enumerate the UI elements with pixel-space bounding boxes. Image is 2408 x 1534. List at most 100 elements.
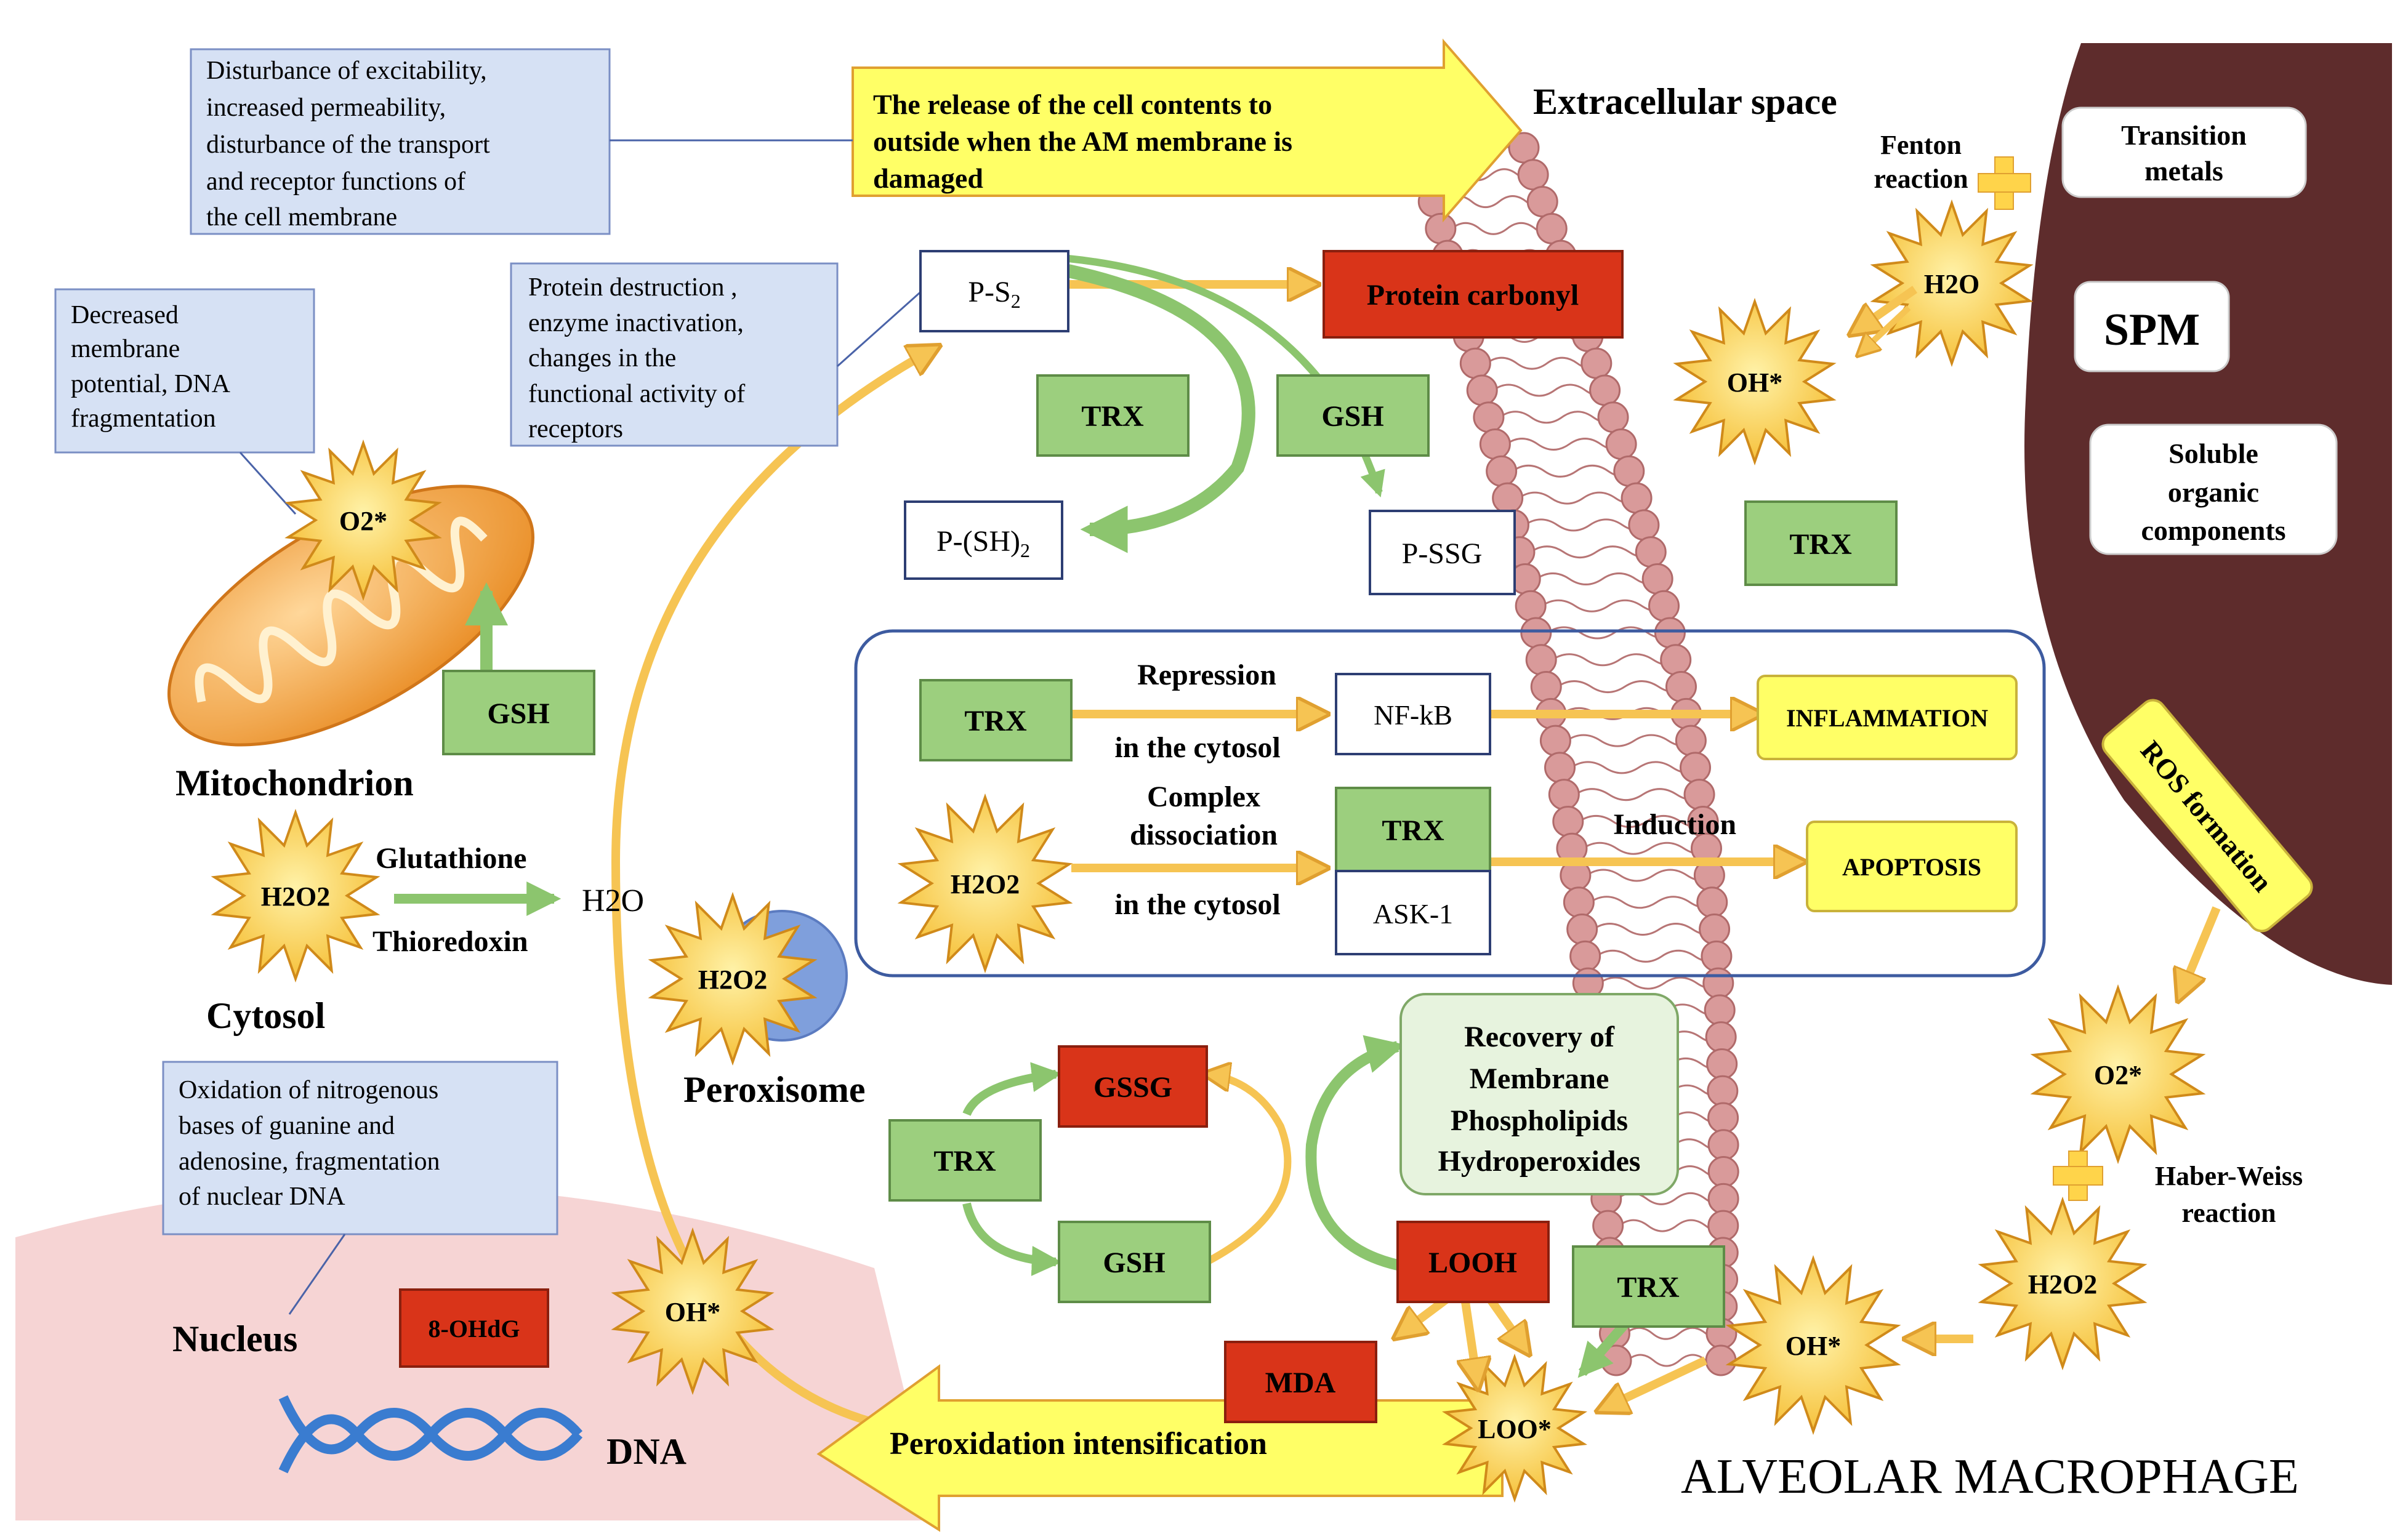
membrane-bead: [1679, 752, 1711, 784]
membrane-note-line: and receptor functions of: [206, 167, 465, 196]
release-text: outside when the AM membrane is: [873, 126, 1292, 157]
star-label: H2O2: [951, 869, 1020, 899]
connector-line: [288, 1234, 346, 1315]
membrane-bead: [1654, 617, 1686, 649]
membrane-bead: [1707, 1156, 1739, 1188]
complex-label: Complex: [1147, 781, 1260, 813]
repression-label: Repression: [1137, 659, 1276, 691]
membrane-note: Disturbance of excitability, increased p…: [190, 48, 611, 235]
ask1-label: ASK-1: [1373, 898, 1453, 930]
membrane-bead: [1544, 752, 1576, 784]
arrow-icon: [1398, 1295, 1450, 1336]
membrane-note-line: Disturbance of excitability,: [206, 57, 487, 85]
arrow-icon: [1577, 1320, 1630, 1378]
membrane-bead: [1525, 644, 1557, 676]
membrane-note-line: the cell membrane: [206, 203, 397, 231]
release-arrow: [852, 38, 1523, 223]
nuclear-note-line: adenosine, fragmentation: [179, 1147, 440, 1176]
arrow-icon: [1305, 1035, 1406, 1271]
pssg-box: P-SSG: [1369, 510, 1516, 595]
ohdg-label: 8-OHdG: [429, 1315, 520, 1343]
membrane-bead: [1569, 940, 1601, 972]
arrow-icon: [1859, 305, 1911, 354]
extracellular-label: Extracellular space: [1533, 81, 1837, 122]
star-burst-icon: [2030, 984, 2206, 1165]
recovery-label: Recovery of: [1464, 1021, 1615, 1053]
soluble-label: components: [2141, 515, 2285, 546]
membrane-bead: [1581, 347, 1613, 379]
membrane-bead: [1539, 725, 1571, 757]
connector-line: [239, 451, 297, 515]
star-label: O2*: [2094, 1060, 2142, 1090]
trx-box: TRX: [888, 1119, 1042, 1202]
gsh-box: GSH: [1058, 1221, 1211, 1303]
membrane-bead: [1683, 779, 1715, 811]
glutathione-label: Glutathione: [376, 842, 526, 875]
membrane-bead: [1473, 401, 1505, 433]
trx-box: TRX: [1744, 500, 1898, 586]
membrane-bead: [1707, 1129, 1739, 1161]
nfkb-label: NF-kB: [1374, 699, 1452, 731]
star-label: H2O2: [261, 881, 330, 912]
star-label: H2O2: [698, 965, 767, 995]
trx-label: TRX: [1081, 400, 1144, 433]
trx-label: TRX: [1789, 528, 1852, 561]
mito-note-line: Decreased: [71, 301, 179, 329]
haber-weiss-label: reaction: [2181, 1198, 2276, 1228]
membrane-bead: [1515, 590, 1547, 622]
membrane-bead: [1696, 886, 1728, 918]
protein-note-line: functional activity of: [528, 380, 745, 408]
protein-note-line: receptors: [528, 415, 623, 443]
arrow-icon: [2180, 906, 2221, 997]
gsh-label: GSH: [1321, 400, 1383, 433]
trx-box: TRX: [1036, 374, 1190, 457]
mito-note-line: potential, DNA: [71, 370, 231, 398]
thioredoxin-label: Thioredoxin: [372, 925, 528, 958]
signaling-panel: [854, 629, 2046, 978]
protein-note-line: changes in the: [528, 344, 676, 372]
membrane-note-line: disturbance of the transport: [206, 131, 490, 159]
star-label: LOO*: [1478, 1414, 1552, 1444]
psh2-box: P-(SH)2: [904, 500, 1063, 580]
membrane-bead: [1675, 725, 1707, 757]
soluble-label: organic: [2168, 476, 2259, 508]
cytosol-loc-label: in the cytosol: [1114, 731, 1280, 764]
star-burst-icon: [611, 1227, 775, 1395]
cytosol-loc-label: in the cytosol: [1114, 888, 1280, 921]
protein-carbonyl-box: Protein carbonyl: [1323, 250, 1624, 339]
trx-label: TRX: [933, 1145, 996, 1178]
looh-label: LOOH: [1428, 1247, 1517, 1279]
recovery-label: Phospholipids: [1451, 1104, 1628, 1137]
looh-box: LOOH: [1396, 1221, 1550, 1303]
transition-metals-box: Transition metals: [2061, 106, 2307, 198]
star-burst-icon: [1725, 1255, 1901, 1436]
star-burst-icon: [648, 891, 818, 1066]
star-burst-icon: [1978, 1196, 2148, 1371]
membrane-bead: [1706, 1048, 1738, 1080]
membrane-bead: [1704, 994, 1736, 1026]
recovery-label: Hydroperoxides: [1438, 1145, 1641, 1178]
membrane-bead: [1530, 671, 1562, 703]
star-label: OH*: [1786, 1331, 1841, 1361]
apoptosis-label: APOPTOSIS: [1842, 853, 1981, 881]
membrane-bead: [1466, 374, 1498, 406]
membrane-note-line: increased permeability,: [206, 94, 446, 122]
cytosol-ring-arrow: [611, 348, 961, 1439]
ps2-sub: 2: [1011, 290, 1021, 312]
membrane-bead: [1589, 374, 1621, 406]
membrane-bead: [1705, 1344, 1737, 1376]
star-burst-icon: [284, 439, 442, 601]
membrane-bead: [1635, 536, 1667, 568]
membrane-bead: [1566, 914, 1598, 946]
spm-box: SPM: [2074, 281, 2230, 372]
star-burst-icon: [897, 793, 1073, 974]
nucleus-label: Nucleus: [172, 1319, 297, 1359]
recovery-box: Recovery of Membrane Phospholipids Hydro…: [1399, 993, 1679, 1195]
gssg-label: GSSG: [1093, 1071, 1172, 1104]
star-burst-icon: [1673, 297, 1837, 466]
mda-box: MDA: [1224, 1341, 1377, 1423]
star-burst-icon: [211, 808, 381, 983]
release-text: The release of the cell contents to: [873, 89, 1272, 120]
trx-box: TRX: [1335, 787, 1491, 872]
